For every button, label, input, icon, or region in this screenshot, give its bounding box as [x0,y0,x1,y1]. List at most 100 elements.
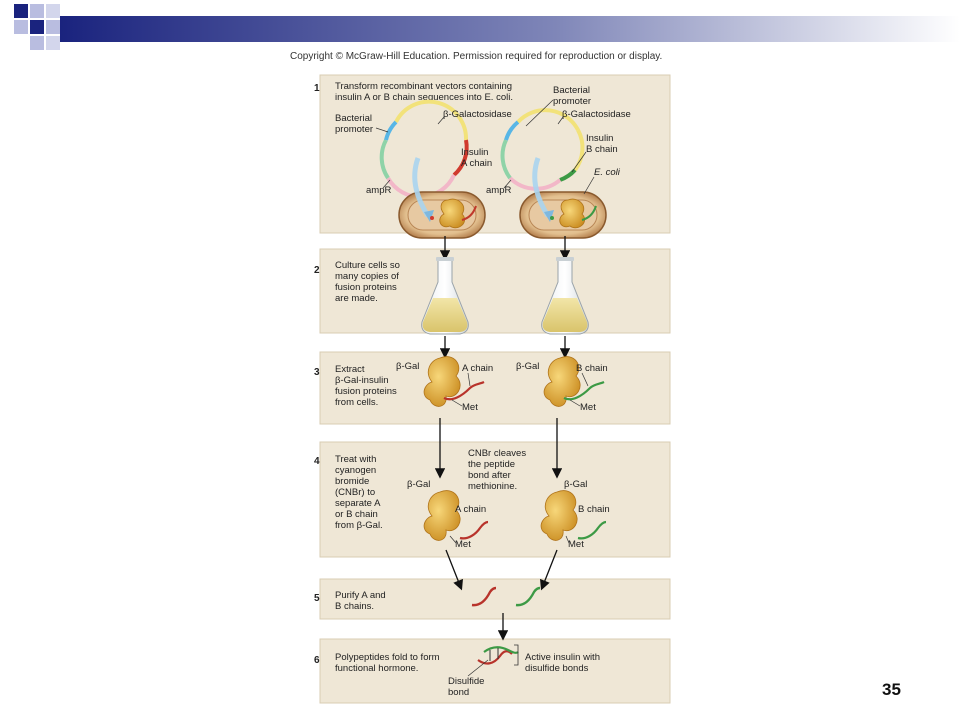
leader-line [583,176,595,195]
ampr-gene [500,139,512,180]
beta-galactosidase-gene [394,99,469,141]
leader-line [557,116,564,125]
beta-gal-protein [559,198,586,229]
b-chain-label: B chain [578,504,610,515]
fusion-protein-b [543,356,605,407]
purified-b-chain [515,586,541,607]
plasmid-dot [550,216,554,220]
beta-galactosidase-label-right: β-Galactosidase [562,109,631,120]
met-label: Met [580,402,596,413]
met-label: Met [462,402,478,413]
beta-gal-protein [423,356,461,407]
step-number: 3 [314,367,320,378]
a-chain-label: A chain [455,504,486,515]
bacterial-promoter-region [504,120,520,141]
cnbr-note: CNBr cleaves the peptide bond after meth… [468,448,529,492]
bacterial-promoter-label-right: Bacterial promoter [553,85,593,107]
step-1-panel [319,74,671,234]
beta-galactosidase-gene [573,129,585,172]
b-chain [581,205,597,221]
deco-square [46,20,60,34]
step-4-text: Treat with cyanogen bromide (CNBr) to se… [335,454,383,531]
step-3-text: Extract β-Gal-insulin fusion proteins fr… [335,364,399,408]
flask-liquid [542,298,588,332]
leader-line [569,399,581,407]
beta-gal-label: β-Gal [407,479,430,490]
transform-arrowhead [544,210,554,222]
a-chain [459,520,489,540]
culture-flask-a [421,257,469,335]
ampr-label-left: ampR [366,185,391,196]
a-chain [461,205,477,221]
plasmid-dot [430,216,434,220]
step-number: 4 [314,456,320,467]
folded-a-chain [477,650,513,665]
bacterial-promoter-region [384,120,398,141]
bacterial-promoter-label-left: Bacterial promoter [335,113,375,135]
active-insulin [477,646,519,665]
b-chain [577,520,607,540]
beta-galactosidase-gene [516,108,580,131]
ecoli-cell-b [519,157,607,239]
culture-flask-b [541,257,589,335]
step-number: 5 [314,593,320,604]
insulin-a-gene [452,139,469,177]
fusion-protein-a [423,356,485,407]
leader-line [449,535,457,544]
leader-line [437,116,445,125]
step-6-panel [319,638,671,704]
ecoli-cell-a [398,157,486,239]
bracket [514,644,519,666]
purified-a-chain [471,586,497,607]
beta-gal-label: β-Gal [396,361,419,372]
leader-line [375,127,389,133]
beta-gal-protein [439,198,466,229]
step-4-panel [319,441,671,558]
step-5-panel [319,578,671,620]
disulfide-bond-label: Disulfide bond [448,676,487,698]
step-3-panel [319,351,671,425]
beta-gal-protein [423,490,461,541]
ecoli-label: E. coli [594,167,621,178]
leader-line [525,99,554,127]
step-number: 6 [314,655,320,666]
title-bar-gradient [60,16,960,42]
beta-gal-label: β-Gal [516,361,539,372]
beta-gal-label: β-Gal [564,479,587,490]
a-chain-label: A chain [462,363,493,374]
leader-line [503,179,512,189]
deco-square [30,20,44,34]
step-2-panel [319,248,671,334]
step-number: 1 [314,83,320,94]
met-label: Met [455,539,471,550]
cleaved-protein-b [540,490,607,541]
step-1-text: Transform recombinant vectors containing… [335,81,515,103]
b-chain [563,380,605,401]
leader-line [451,399,463,407]
flask-rim [556,257,574,261]
step-6-text: Polypeptides fold to form functional hor… [335,652,442,674]
transform-arrowhead [424,210,434,222]
leader-line [382,179,391,189]
deco-square [14,4,28,18]
flask-liquid [422,298,468,332]
insulin-a-label: Insulin A chain [461,147,492,169]
beta-galactosidase-label-left: β-Galactosidase [443,109,512,120]
ampr-label-right: ampR [486,185,511,196]
beta-gal-protein [543,356,581,407]
b-chain-label: B chain [576,363,608,374]
beta-gal-protein [540,490,578,541]
deco-square [14,20,28,34]
leader-line [571,151,587,173]
arrow-4-5-right [540,549,558,591]
leader-line [565,535,570,544]
a-chain [443,380,485,401]
step-number: 2 [314,265,320,276]
deco-square [30,36,44,50]
page-number: 35 [882,680,901,699]
ampr-gene [379,139,390,180]
arrow-4-5-left [445,549,463,591]
deco-square [30,4,44,18]
step-5-text: Purify A and B chains. [335,590,388,612]
met-label: Met [568,539,584,550]
